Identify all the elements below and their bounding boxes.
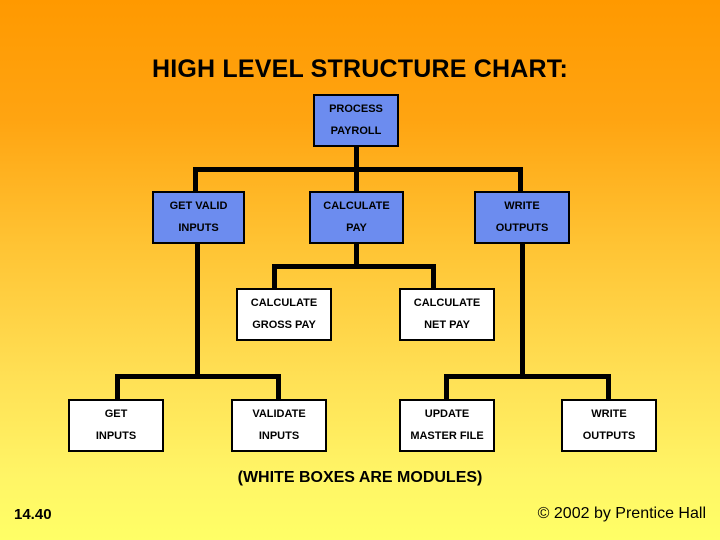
connector-level4-right-bus — [444, 374, 611, 379]
node-process-payroll-line1: PROCESS — [329, 103, 383, 115]
connector-level3-bus — [272, 264, 436, 269]
connector-drop-update-master-file — [444, 374, 449, 400]
node-write-outputs-top-line2: OUTPUTS — [495, 222, 549, 234]
node-process-payroll-line2: PAYROLL — [330, 125, 382, 137]
connector-drop-calculate-gross-pay — [272, 264, 277, 289]
node-calculate-net-pay-line1: CALCULATE — [413, 297, 481, 309]
node-get-valid-inputs-line2: INPUTS — [178, 222, 219, 234]
connector-calculate-pay-stem — [354, 243, 359, 268]
connector-drop-calculate-net-pay — [431, 264, 436, 289]
node-get-valid-inputs[interactable]: GET VALID INPUTS — [152, 191, 245, 244]
node-get-inputs-line1: GET — [104, 408, 128, 420]
node-write-outputs-line2: OUTPUTS — [582, 430, 636, 442]
connector-drop-write-outputs-top — [518, 167, 523, 193]
connector-drop-calculate-pay — [354, 167, 359, 193]
copyright-notice: © 2002 by Prentice Hall — [537, 505, 706, 522]
node-calculate-gross-pay-line2: GROSS PAY — [252, 319, 316, 331]
connector-root-stem — [354, 146, 359, 172]
page-number: 14.40 — [14, 506, 52, 523]
connector-drop-write-outputs — [606, 374, 611, 400]
node-get-inputs[interactable]: GET INPUTS — [68, 399, 164, 452]
node-write-outputs-line1: WRITE — [591, 408, 627, 420]
connector-level4-left-bus — [115, 374, 281, 379]
node-validate-inputs-line1: VALIDATE — [252, 408, 306, 420]
node-update-master-file[interactable]: UPDATE MASTER FILE — [399, 399, 495, 452]
node-calculate-net-pay[interactable]: CALCULATE NET PAY — [399, 288, 495, 341]
legend-note: (WHITE BOXES ARE MODULES) — [237, 469, 483, 486]
connector-write-outputs-top-stem — [520, 243, 525, 378]
node-update-master-file-line2: MASTER FILE — [410, 430, 484, 442]
node-validate-inputs-line2: INPUTS — [258, 430, 300, 442]
node-calculate-pay-line1: CALCULATE — [323, 200, 390, 212]
connector-drop-get-inputs — [115, 374, 120, 400]
connector-drop-get-valid-inputs — [193, 167, 198, 193]
node-calculate-pay-line2: PAY — [346, 222, 367, 234]
node-get-inputs-line2: INPUTS — [95, 430, 137, 442]
node-calculate-gross-pay-line1: CALCULATE — [250, 297, 318, 309]
node-get-valid-inputs-line1: GET VALID — [169, 200, 228, 212]
node-calculate-gross-pay[interactable]: CALCULATE GROSS PAY — [236, 288, 332, 341]
node-calculate-pay[interactable]: CALCULATE PAY — [309, 191, 404, 244]
page-title: HIGH LEVEL STRUCTURE CHART: — [151, 55, 569, 83]
node-calculate-net-pay-line2: NET PAY — [424, 319, 470, 331]
node-process-payroll[interactable]: PROCESS PAYROLL — [313, 94, 399, 147]
node-write-outputs[interactable]: WRITE OUTPUTS — [561, 399, 657, 452]
node-validate-inputs[interactable]: VALIDATE INPUTS — [231, 399, 327, 452]
node-write-outputs-top[interactable]: WRITE OUTPUTS — [474, 191, 570, 244]
node-write-outputs-top-line1: WRITE — [504, 200, 540, 212]
connector-drop-validate-inputs — [276, 374, 281, 400]
connector-get-valid-inputs-stem — [195, 243, 200, 378]
node-update-master-file-line1: UPDATE — [424, 408, 470, 420]
